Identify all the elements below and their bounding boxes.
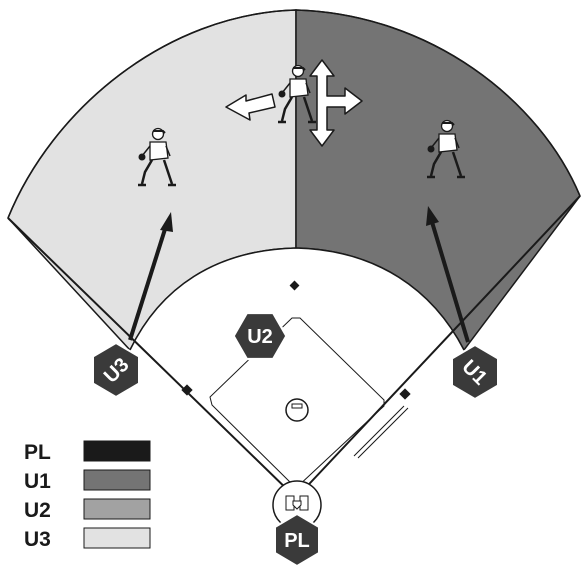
pitchers-rubber-icon bbox=[291, 403, 303, 409]
legend-item-u2: U2 bbox=[24, 498, 151, 522]
legend-label: U2 bbox=[24, 499, 51, 522]
four-way-arrow-icon bbox=[309, 59, 363, 147]
legend: PL U1 U2 U3 bbox=[24, 440, 151, 551]
infield-grass-line bbox=[129, 247, 465, 351]
u3-movement-arrow bbox=[128, 212, 173, 341]
second-base-icon bbox=[289, 280, 300, 291]
running-lane bbox=[353, 405, 409, 459]
legend-label: U1 bbox=[24, 470, 51, 493]
legend-item-pl: PL bbox=[24, 440, 151, 464]
pitchers-mound bbox=[285, 398, 309, 422]
right-foul-line bbox=[295, 195, 581, 499]
fielder-icon bbox=[138, 127, 176, 187]
legend-item-u1: U1 bbox=[24, 469, 151, 493]
fielder-icon bbox=[278, 64, 316, 124]
legend-swatch-pl bbox=[83, 440, 151, 462]
legend-swatch-u3 bbox=[83, 527, 151, 549]
legend-label: PL bbox=[24, 441, 51, 464]
infield-diamond bbox=[209, 317, 385, 489]
home-plate-icon bbox=[292, 500, 302, 510]
outfield-fence bbox=[7, 9, 581, 219]
umpire-badge-u1: U1 bbox=[451, 343, 499, 401]
u1-movement-arrow bbox=[426, 206, 470, 343]
left-foul-line bbox=[7, 217, 297, 499]
legend-item-u3: U3 bbox=[24, 527, 151, 551]
umpire-badge-pl: PL bbox=[274, 512, 320, 565]
direction-arrow-icon bbox=[225, 93, 276, 121]
umpire-badge-u2-label: U2 bbox=[247, 326, 273, 348]
umpire-badge-u2: U2 bbox=[232, 311, 288, 361]
legend-swatch-u1 bbox=[83, 469, 151, 491]
legend-label: U3 bbox=[24, 528, 51, 551]
first-base-icon bbox=[399, 388, 411, 400]
legend-swatch-u2 bbox=[83, 498, 151, 520]
third-base-icon bbox=[181, 384, 193, 396]
fielder-icon bbox=[427, 119, 465, 179]
umpire-badge-pl-label: PL bbox=[284, 530, 310, 552]
infield bbox=[130, 248, 464, 500]
umpire-badge-u3: U3 bbox=[92, 341, 140, 399]
